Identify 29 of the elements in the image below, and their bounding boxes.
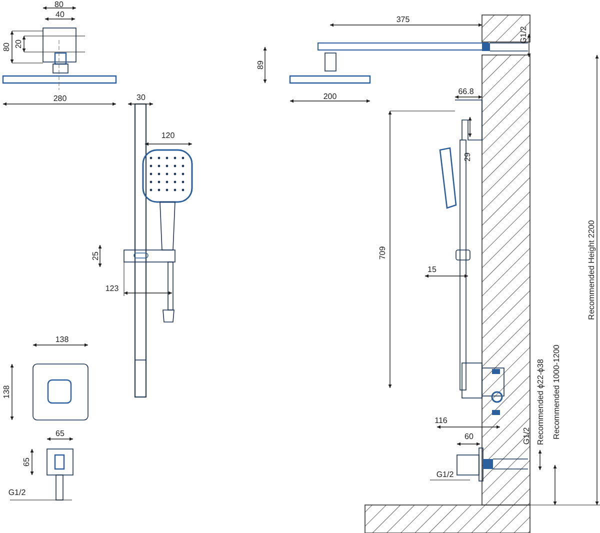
dimension-label: 116 bbox=[434, 417, 448, 425]
dimension-label: Recommended ϕ22-ϕ38 bbox=[537, 359, 545, 445]
dimension-label: 120 bbox=[161, 132, 175, 140]
dimension-label: 25 bbox=[92, 252, 100, 260]
dimension-label: 29 bbox=[464, 152, 472, 162]
dimension-label: G1/2 bbox=[523, 427, 531, 445]
dimension-label: 65 bbox=[23, 458, 31, 466]
dimension-label: Recommended 1000-1200 bbox=[553, 344, 561, 440]
dimension-label: G1/2 bbox=[8, 489, 26, 497]
dimension-label: 138 bbox=[3, 385, 11, 399]
dimension-label: 30 bbox=[136, 94, 146, 102]
dimension-label: 123 bbox=[105, 285, 119, 293]
dimension-label: 80 bbox=[54, 1, 64, 9]
dimension-label: G1/2 bbox=[436, 471, 454, 479]
dimension-label: 375 bbox=[396, 16, 410, 24]
dimension-label: G1/2 bbox=[520, 26, 528, 44]
dimension-label: 200 bbox=[323, 93, 337, 101]
dimension-label: 89 bbox=[257, 60, 265, 70]
dimension-label: Recommended Height 2200 bbox=[588, 220, 596, 320]
dimension-label: 66.8 bbox=[458, 88, 474, 96]
dimension-label: 60 bbox=[464, 433, 474, 441]
dimension-label: 40 bbox=[56, 11, 64, 19]
dimension-label: 15 bbox=[428, 266, 436, 274]
dimension-label: 709 bbox=[379, 246, 387, 260]
dimension-label: 280 bbox=[53, 95, 67, 103]
dimension-label: 80 bbox=[3, 42, 11, 52]
dimension-label: 138 bbox=[55, 336, 69, 344]
dimension-label: 65 bbox=[56, 430, 64, 438]
dimension-label: 20 bbox=[15, 40, 23, 48]
